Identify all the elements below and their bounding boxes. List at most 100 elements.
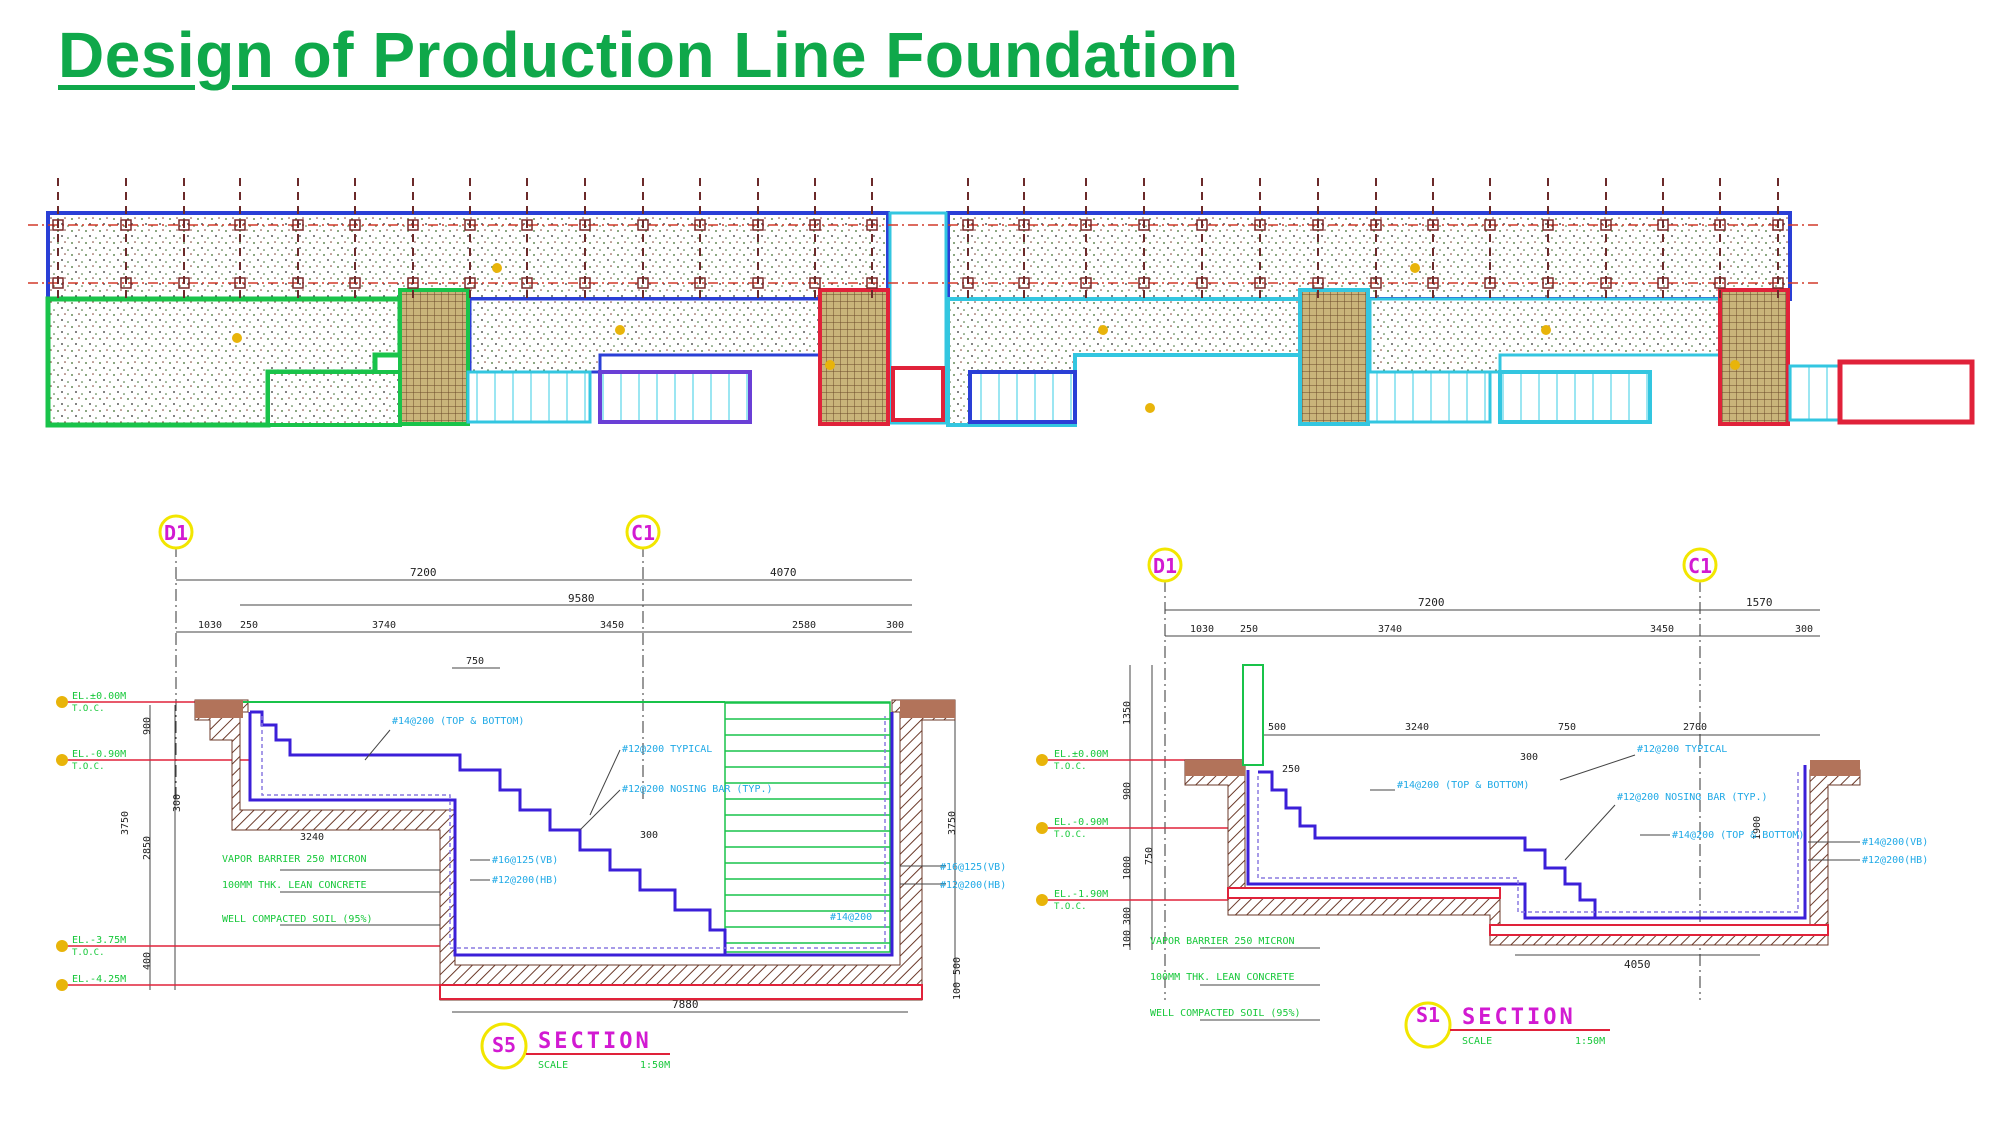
s5-note-300: 300	[640, 830, 658, 841]
plan-column-marker	[1600, 219, 1612, 231]
s1-note-typical: #12@200 TYPICAL	[1637, 744, 1727, 755]
plan-trench-4	[968, 370, 1077, 424]
plan-trench-2	[598, 370, 752, 424]
s1-note-nosing: #12@200 NOSING BAR (TYP.)	[1617, 792, 1768, 803]
s1-section-word: SECTION	[1462, 1005, 1576, 1030]
plan-column-marker	[1427, 277, 1439, 289]
s5-scale-label: SCALE	[538, 1060, 568, 1071]
s5-dim-750: 750	[466, 656, 484, 667]
plan-column-marker	[1312, 219, 1324, 231]
s5-note-nosing: #12@200 NOSING BAR (TYP.)	[622, 784, 773, 795]
s1-dim-7200: 7200	[1418, 596, 1445, 609]
s1-grid-label-c1: C1	[1688, 554, 1712, 578]
s1-dim-3450: 3450	[1650, 624, 1674, 635]
s5-dim-7200: 7200	[410, 566, 437, 579]
s1-left-dim-300: 300	[1122, 907, 1133, 925]
s1-el-1-sub: T.O.C.	[1054, 830, 1087, 840]
s1-note-vb: #14@200(VB)	[1862, 837, 1928, 848]
plan-column-marker	[1484, 277, 1496, 289]
s5-el-2-sub: T.O.C.	[72, 948, 105, 958]
s5-el-0-sub: T.O.C.	[72, 704, 105, 714]
plan-column-marker	[1657, 277, 1669, 289]
plan-column-marker	[694, 277, 706, 289]
s5-section-bubble	[480, 1022, 528, 1070]
plan-column-marker	[1370, 219, 1382, 231]
s5-left-dim-2850: 2850	[142, 836, 153, 860]
plan-slab-lower-right2	[1368, 297, 1722, 374]
s5-el-2: EL.-3.75M	[72, 935, 126, 946]
plan-column-marker	[234, 219, 246, 231]
plan-column-marker	[407, 277, 419, 289]
plan-column-marker	[1196, 219, 1208, 231]
s1-dim-250b: 250	[1282, 764, 1300, 775]
s5-ground-cap-right	[900, 700, 955, 718]
plan-slab-top-right	[946, 211, 1792, 301]
s1-el-2-sub: T.O.C.	[1054, 902, 1087, 912]
s1-note-top-bottom-right: #14@200 (TOP & BOTTOM)	[1672, 830, 1804, 841]
s1-section-bubble	[1404, 1001, 1452, 1049]
plan-column-marker	[349, 277, 361, 289]
plan-column-marker	[1254, 219, 1266, 231]
plan-trench-5	[1366, 370, 1492, 424]
plan-column-marker	[866, 277, 878, 289]
s5-section-word: SECTION	[538, 1029, 652, 1054]
plan-column-marker	[464, 277, 476, 289]
plan-pit-4	[1718, 288, 1790, 426]
plan-column-marker	[1772, 219, 1784, 231]
plan-column-marker	[962, 219, 974, 231]
plan-column-marker	[1138, 277, 1150, 289]
plan-column-marker	[637, 219, 649, 231]
s5-note-vb-left: #16@125(VB)	[492, 855, 558, 866]
plan-column-marker	[809, 277, 821, 289]
plan-grid-lines	[28, 224, 1820, 284]
s1-ground-cap-left	[1185, 760, 1245, 776]
plan-column-marker	[1018, 219, 1030, 231]
s5-note-vb-right: #16@125(VB)	[940, 862, 1006, 873]
s5-dim-300: 300	[886, 620, 904, 631]
plan-column-marker	[579, 277, 591, 289]
s5-ground-cap-left	[195, 700, 243, 718]
plan-column-marker	[1254, 277, 1266, 289]
plan-trench-6	[1498, 370, 1652, 424]
s1-el-2: EL.-1.90M	[1054, 889, 1108, 900]
plan-column-marker	[521, 277, 533, 289]
s1-dim-3740: 3740	[1378, 624, 1402, 635]
s5-scale-value: 1:50M	[640, 1060, 670, 1071]
plan-column-marker	[637, 277, 649, 289]
s5-el-0: EL.±0.00M	[72, 691, 126, 702]
s1-el-0: EL.±0.00M	[1054, 749, 1108, 760]
plan-column-marker	[292, 219, 304, 231]
section-s5-drawing: D1 C1 7200 4070 9580 1030 250 3740 3450 …	[56, 514, 1006, 1071]
plan-column-marker	[1542, 219, 1554, 231]
plan-column-marker	[292, 277, 304, 289]
s5-grid-label-d1: D1	[164, 521, 188, 545]
s1-note-vapor: VAPOR BARRIER 250 MICRON	[1150, 936, 1295, 947]
s5-rebar-outline	[248, 710, 894, 957]
s5-note-lean: 100MM THK. LEAN CONCRETE	[222, 880, 367, 891]
s1-dim-4050: 4050	[1624, 958, 1651, 971]
plan-slab-lower-mid	[468, 297, 822, 374]
s5-right-dim-100: 100	[952, 982, 963, 1000]
s5-note-soil: WELL COMPACTED SOIL (95%)	[222, 914, 373, 925]
s1-ground-cap-right	[1810, 760, 1860, 776]
s1-note-soil: WELL COMPACTED SOIL (95%)	[1150, 1008, 1301, 1019]
s5-left-dim-400: 400	[142, 952, 153, 970]
plan-grid-ticks	[52, 178, 1784, 298]
plan-trench-3	[891, 366, 945, 422]
plan-column-marker	[1138, 219, 1150, 231]
s1-rebar-outline	[1246, 765, 1807, 920]
s5-note-typical: #12@200 TYPICAL	[622, 744, 712, 755]
s1-left-dim-1000: 1000	[1122, 856, 1133, 880]
s5-section-id: S5	[492, 1033, 516, 1057]
s1-section-id: S1	[1416, 1003, 1440, 1027]
plan-level-markers	[232, 263, 1740, 413]
plan-trench-8	[1837, 359, 1975, 425]
plan-column-marker	[407, 219, 419, 231]
plan-column-marker	[1484, 219, 1496, 231]
plan-column-marker	[1542, 277, 1554, 289]
s1-grid-label-d1: D1	[1153, 554, 1177, 578]
s5-el-3: EL.-4.25M	[72, 974, 126, 985]
s1-dim-300b: 300	[1795, 624, 1813, 635]
plan-trench-7	[1788, 364, 1842, 422]
plan-column-marker	[234, 277, 246, 289]
